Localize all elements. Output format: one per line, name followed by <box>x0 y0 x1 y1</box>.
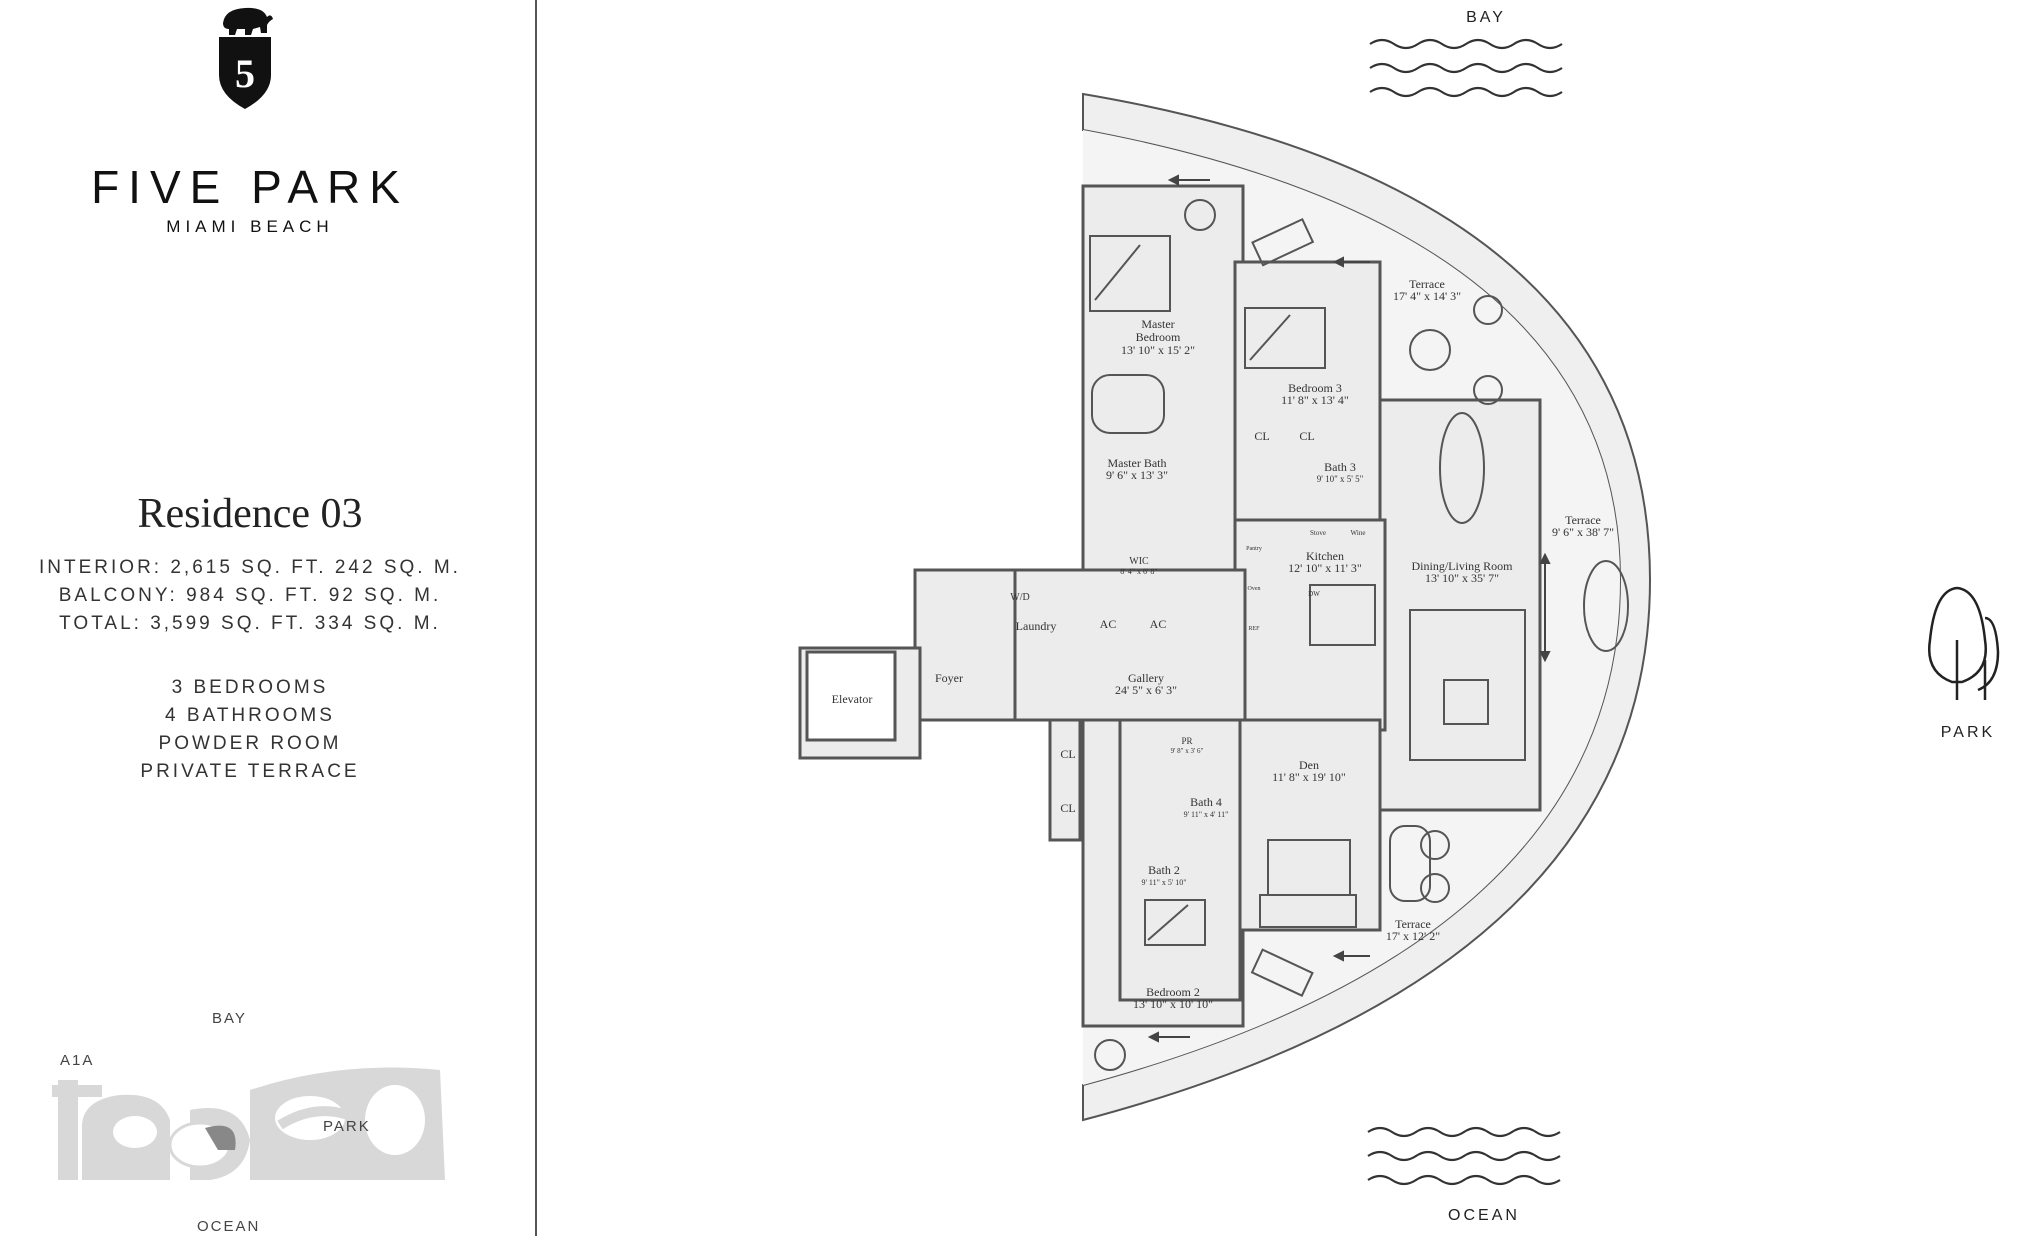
elephant-shield-logo-icon: 5 <box>219 7 273 109</box>
bedroom3-label: Bedroom 3 <box>1288 381 1342 395</box>
ref-label: REF <box>1248 626 1260 632</box>
wine-label: Wine <box>1351 529 1366 537</box>
terrace-top-label: Terrace <box>1409 277 1445 291</box>
terrace-top-dims: 17' 4" x 14' 3" <box>1393 289 1461 303</box>
feature-terrace: PRIVATE TERRACE <box>140 761 360 782</box>
balcony-area: BALCONY: 984 SQ. FT. 92 SQ. M. <box>58 585 442 606</box>
master-bedroom-label-1: Master <box>1141 317 1174 331</box>
total-area: TOTAL: 3,599 SQ. FT. 334 SQ. M. <box>59 613 441 634</box>
vertical-divider <box>535 0 537 1236</box>
closet-4-label: CL <box>1060 801 1075 815</box>
ac-2-label: AC <box>1150 617 1167 631</box>
bath4-label: Bath 4 <box>1190 795 1222 809</box>
ocean-waves-icon <box>1367 1126 1561 1186</box>
gallery-dims: 24' 5" x 6' 3" <box>1115 683 1177 697</box>
kitchen-dims: 12' 10" x 11' 3" <box>1288 561 1362 575</box>
bath2-label: Bath 2 <box>1148 863 1180 877</box>
master-bedroom-label-2: Bedroom <box>1136 330 1181 344</box>
key-plan: BAY A1A PARK OCEAN <box>40 1000 460 1236</box>
interior-area: INTERIOR: 2,615 SQ. FT. 242 SQ. M. <box>39 557 461 578</box>
kitchen-label: Kitchen <box>1306 549 1344 563</box>
orientation-bottom: OCEAN <box>1448 1207 1520 1224</box>
oven-label: Oven <box>1248 586 1261 592</box>
closet-1-label: CL <box>1254 429 1269 443</box>
orientation-top: BAY <box>1466 9 1506 26</box>
keyplan-a1a-label: A1A <box>60 1052 95 1069</box>
pantry-label: Pantry <box>1246 546 1262 552</box>
bedroom2-dims: 13' 10" x 10' 10" <box>1133 997 1213 1011</box>
furniture <box>1089 199 1629 1071</box>
master-bath-dims: 9' 6" x 13' 3" <box>1106 468 1168 482</box>
residence-title: Residence 03 <box>137 491 363 537</box>
closet-2-label: CL <box>1299 429 1314 443</box>
master-bedroom-dims: 13' 10" x 15' 2" <box>1121 343 1195 357</box>
orientation-right: PARK <box>1941 724 1995 741</box>
den-label: Den <box>1299 758 1319 772</box>
master-bath-label: Master Bath <box>1108 456 1167 470</box>
keyplan-ocean-label: OCEAN <box>197 1218 261 1235</box>
park-trees-icon <box>1928 586 2000 700</box>
info-sidebar: 5 FIVE PARK MIAMI BEACH Residence 03 INT… <box>0 0 535 1236</box>
dining-living-dims: 13' 10" x 35' 7" <box>1425 571 1499 585</box>
key-plan-map <box>52 1067 445 1180</box>
closet-3-label: CL <box>1060 747 1075 761</box>
wic-dims: 8' 4" x 6' 8" <box>1120 567 1157 576</box>
washer-dryer-label: W/D <box>1010 592 1029 603</box>
terrace-bottom-label: Terrace <box>1395 917 1431 931</box>
feature-powder-room: POWDER ROOM <box>158 733 342 754</box>
elevator-label: Elevator <box>832 692 873 706</box>
terrace-bottom-dims: 17' x 12' 2" <box>1386 929 1440 943</box>
ac-1-label: AC <box>1100 617 1117 631</box>
bedroom3-dims: 11' 8" x 13' 4" <box>1281 393 1349 407</box>
bath3-label: Bath 3 <box>1324 460 1356 474</box>
keyplan-park-label: PARK <box>323 1118 371 1135</box>
stove-label: Stove <box>1310 529 1326 537</box>
bath3-dims: 9' 10" x 5' 5" <box>1317 474 1364 484</box>
brand-name: FIVE PARK <box>91 161 409 213</box>
wic-label: WIC <box>1129 556 1149 567</box>
feature-bathrooms: 4 BATHROOMS <box>165 705 335 726</box>
terrace-right-label: Terrace <box>1565 513 1601 527</box>
bedroom2-label: Bedroom 2 <box>1146 985 1200 999</box>
bath2-dims: 9' 11" x 5' 10" <box>1141 878 1186 887</box>
logo-letter: 5 <box>235 51 255 96</box>
gallery-label: Gallery <box>1128 671 1164 685</box>
feature-bedrooms: 3 BEDROOMS <box>171 677 329 698</box>
terrace-right-dims: 9' 6" x 38' 7" <box>1552 525 1614 539</box>
dishwasher-label: DW <box>1308 590 1320 598</box>
bay-waves-icon <box>1369 38 1563 98</box>
brand-location: MIAMI BEACH <box>166 217 334 236</box>
dining-living-label: Dining/Living Room <box>1411 559 1513 573</box>
powder-room-dims: 9' 8" x 3' 6" <box>1171 747 1204 755</box>
laundry-label: Laundry <box>1016 619 1057 633</box>
floor-plan: BAY OCEAN PARK Master Bedroom 13' 10" x … <box>798 9 2000 1224</box>
interior-walls <box>798 184 1542 1028</box>
keyplan-bay-label: BAY <box>212 1010 247 1027</box>
foyer-label: Foyer <box>935 671 963 685</box>
powder-room-label: PR <box>1181 736 1192 746</box>
den-dims: 11' 8" x 19' 10" <box>1272 770 1346 784</box>
bath4-dims: 9' 11" x 4' 11" <box>1184 810 1229 819</box>
